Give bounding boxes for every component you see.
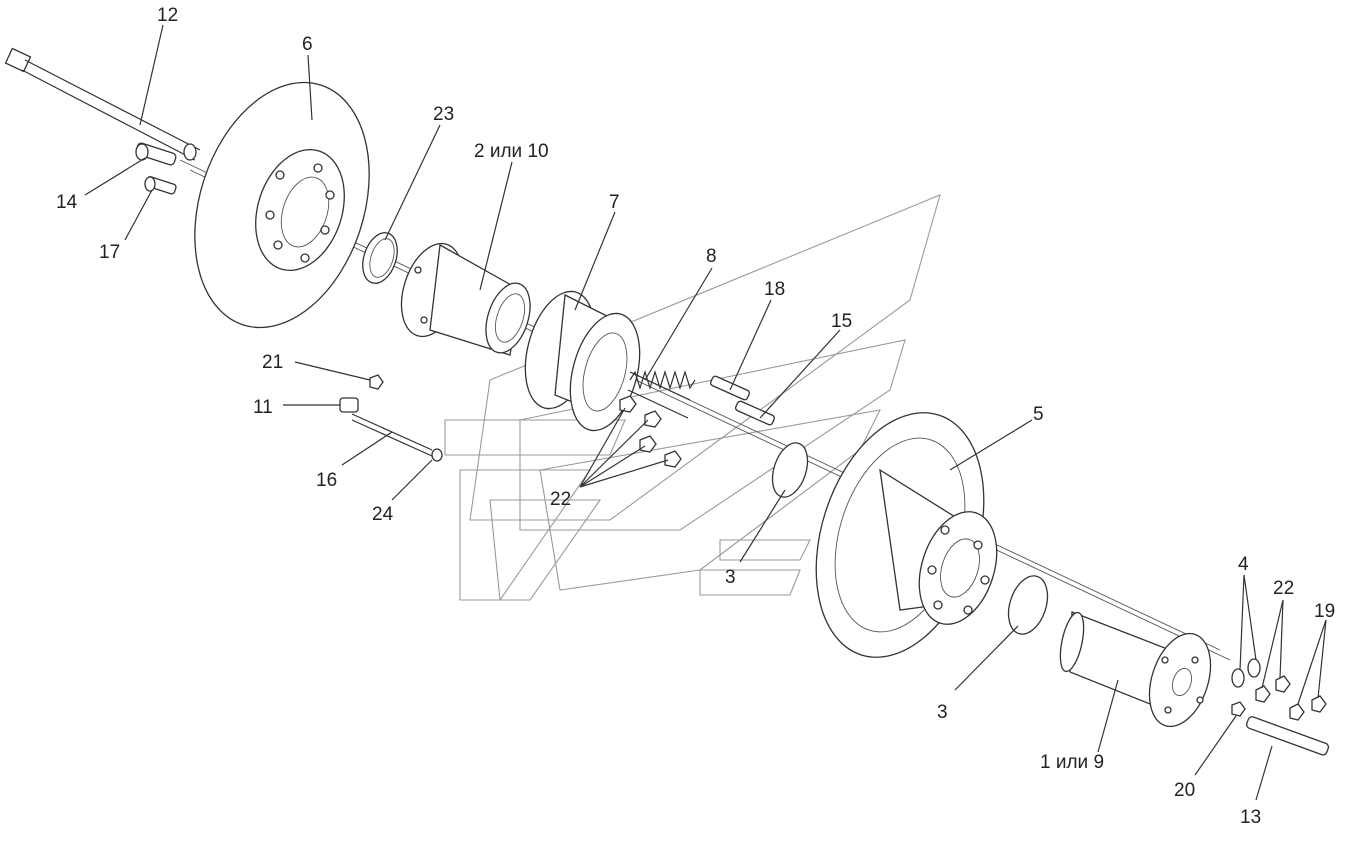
- callout-20: 20: [1174, 780, 1195, 801]
- key-part-13: [1246, 716, 1330, 756]
- callout-1-or-9: 1 или 9: [1040, 752, 1104, 773]
- fitting-part-11: [339, 397, 359, 413]
- callout-17: 17: [99, 242, 120, 263]
- callout-18: 18: [764, 279, 785, 300]
- bolt-part-17: [144, 176, 177, 195]
- callout-3-upper: 3: [725, 567, 736, 588]
- callout-22-lower: 22: [1273, 578, 1294, 599]
- nut-part-20: [1231, 701, 1246, 717]
- pin-part-15: [735, 400, 775, 426]
- retaining-ring-part-23: [362, 232, 398, 284]
- brake-disc-part-6: [194, 81, 370, 329]
- callout-13: 13: [1240, 807, 1261, 828]
- bolt-part-14: [135, 142, 177, 166]
- washers-part-4: [1231, 658, 1261, 688]
- nuts-part-22-lower: [1255, 675, 1291, 703]
- long-bolt-part-12: [4, 47, 201, 161]
- callout-6: 6: [302, 34, 313, 55]
- ring-part-3-lower: [1007, 575, 1049, 635]
- callout-7: 7: [609, 192, 620, 213]
- hub-part-2-or-10: [400, 242, 531, 356]
- shaft-part-1-or-9: [1059, 611, 1212, 728]
- callout-15: 15: [831, 311, 852, 332]
- callout-4: 4: [1238, 554, 1249, 575]
- drive-disc-part-5: [815, 412, 998, 658]
- leader-lines: [84, 24, 1327, 801]
- nut-part-21: [369, 374, 384, 390]
- nuts-part-22-upper: [619, 395, 682, 468]
- callout-labels: 12 6 23 2 или 10 7 8 18 15 5 14 17 21 11…: [56, 5, 1335, 828]
- callout-8: 8: [706, 246, 717, 267]
- callout-21: 21: [262, 352, 283, 373]
- cylinder-part-7: [524, 290, 641, 432]
- callout-3-lower: 3: [937, 702, 948, 723]
- callout-23: 23: [433, 104, 454, 125]
- spring-part-8: [627, 369, 696, 419]
- callout-12: 12: [157, 5, 178, 26]
- pin-part-16: [351, 413, 433, 457]
- callout-2-or-10: 2 или 10: [474, 141, 549, 162]
- nuts-part-19: [1289, 695, 1327, 721]
- callout-24: 24: [372, 504, 394, 525]
- pin-part-18: [710, 375, 750, 401]
- callout-19: 19: [1314, 601, 1335, 622]
- callout-14: 14: [56, 192, 78, 213]
- cap-part-24: [431, 448, 443, 462]
- callout-22-upper: 22: [550, 489, 571, 510]
- ring-part-3-upper: [771, 442, 809, 498]
- callout-11: 11: [253, 397, 273, 418]
- callout-16: 16: [316, 470, 337, 491]
- callout-5: 5: [1033, 404, 1044, 425]
